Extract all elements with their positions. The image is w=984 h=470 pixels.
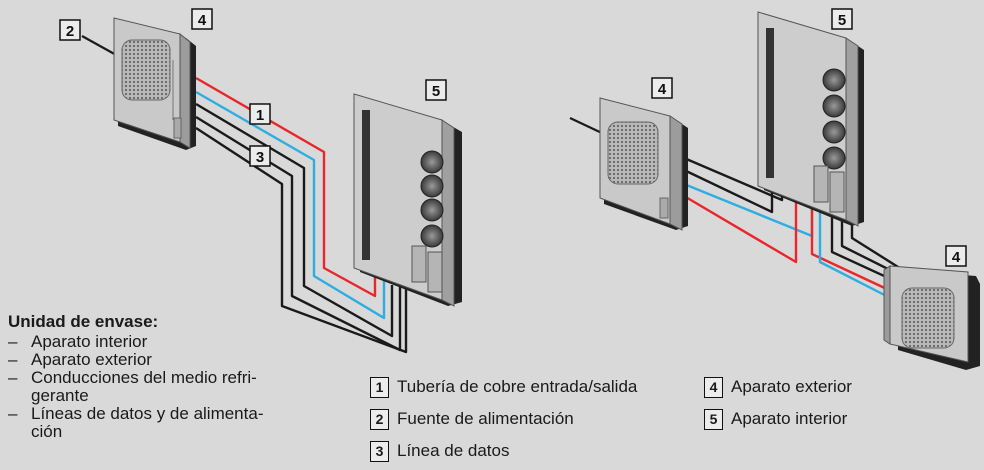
legend-number: 5 [704, 408, 723, 430]
callout-5-left: 5 [425, 79, 447, 101]
indoor-unit-left [353, 93, 462, 307]
legend-item: 2 Fuente de alimentación [370, 406, 637, 432]
package-item: Líneas de datos y de alimenta- ción [8, 405, 328, 441]
svg-text:2: 2 [66, 23, 74, 40]
legend-label: Tubería de cobre entrada/salida [397, 377, 638, 396]
callout-1: 1 [249, 103, 271, 125]
package-title: Unidad de envase: [8, 312, 159, 331]
legend-label: Línea de datos [397, 441, 510, 460]
legend-label: Fuente de alimentación [397, 409, 574, 428]
svg-text:5: 5 [432, 83, 440, 100]
package-contents: Unidad de envase: Aparato interior Apara… [8, 313, 328, 441]
svg-text:1: 1 [256, 107, 264, 124]
legend-left: 1 Tubería de cobre entrada/salida 2 Fuen… [370, 374, 637, 470]
svg-text:4: 4 [952, 249, 961, 266]
svg-text:3: 3 [256, 149, 264, 166]
legend-item: 3 Línea de datos [370, 438, 637, 464]
svg-text:5: 5 [838, 12, 846, 29]
callout-5-right: 5 [831, 8, 853, 30]
callout-4-middle: 4 [651, 77, 673, 99]
outdoor-unit-top-left [113, 17, 196, 150]
legend-number: 1 [370, 376, 389, 398]
legend-number: 3 [370, 440, 389, 462]
outdoor-unit-bottom-right [883, 265, 980, 370]
package-item: Aparato interior [8, 333, 328, 352]
legend-item: 4 Aparato exterior [704, 374, 852, 400]
legend-right: 4 Aparato exterior 5 Aparato interior [704, 374, 852, 438]
legend-label: Aparato exterior [731, 377, 852, 396]
svg-text:4: 4 [658, 81, 667, 98]
callout-4-bottom-right: 4 [945, 245, 967, 267]
power-cable-left [81, 35, 119, 57]
outdoor-unit-middle [599, 97, 688, 231]
callout-3: 3 [249, 145, 271, 167]
power-cable-right [569, 117, 605, 135]
indoor-unit-right [757, 11, 864, 227]
callout-2: 2 [59, 19, 81, 41]
legend-label: Aparato interior [731, 409, 848, 428]
legend-item: 5 Aparato interior [704, 406, 852, 432]
legend-item: 1 Tubería de cobre entrada/salida [370, 374, 637, 400]
package-item: Conducciones del medio refri- gerante [8, 369, 328, 405]
legend-number: 2 [370, 408, 389, 430]
legend-number: 4 [704, 376, 723, 398]
svg-text:4: 4 [198, 12, 207, 29]
callout-4-top-left: 4 [191, 8, 213, 30]
package-item: Aparato exterior [8, 351, 328, 370]
package-list: Aparato interior Aparato exterior Conduc… [8, 333, 328, 441]
